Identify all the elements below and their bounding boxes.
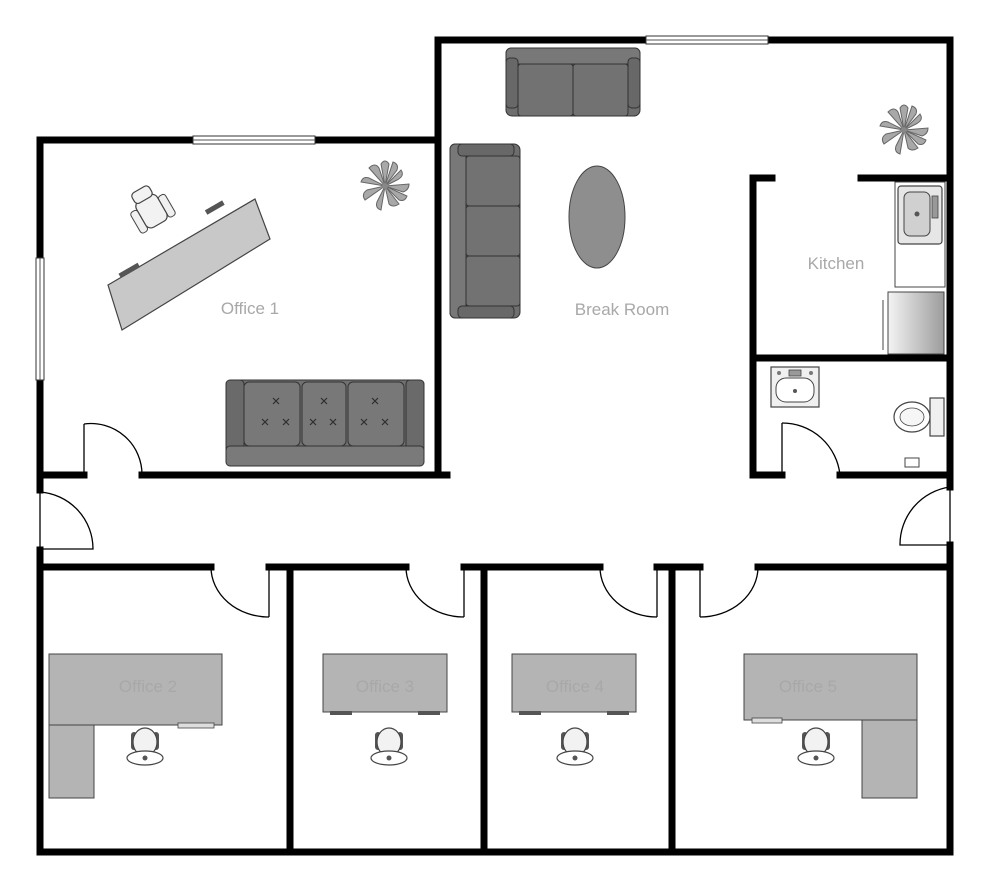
room-label-office-4: Office 4 — [546, 677, 604, 696]
door-bathroom[interactable] — [781, 422, 841, 476]
office4-desk — [511, 653, 637, 715]
office5-desk — [743, 653, 918, 799]
door-office3[interactable] — [405, 566, 465, 618]
kitchen-counter — [882, 181, 946, 355]
room-label-office-3: Office 3 — [356, 677, 414, 696]
office1-sofa — [225, 379, 425, 467]
office1-chair — [130, 185, 176, 234]
door-entrance-west[interactable] — [39, 491, 94, 550]
coffee-table — [568, 165, 626, 269]
refrigerator-icon — [887, 291, 945, 355]
door-office2[interactable] — [210, 566, 270, 618]
room-label-office-2: Office 2 — [119, 677, 177, 696]
break-room-sofa — [449, 143, 521, 319]
office-chair-icon — [370, 727, 408, 766]
bathroom-fixtures — [770, 366, 945, 468]
door-office4[interactable] — [599, 566, 658, 618]
door-office1[interactable] — [83, 422, 143, 476]
office-chair-icon — [126, 727, 164, 766]
door-office5[interactable] — [699, 566, 759, 618]
office-chair-icon — [556, 727, 594, 766]
toilet-icon — [893, 397, 945, 437]
room-label-office-1: Office 1 — [221, 299, 279, 318]
trash-bin-icon — [904, 457, 920, 468]
office3-desk — [322, 653, 448, 715]
room-label-kitchen: Kitchen — [808, 254, 865, 273]
break-room-loveseat — [505, 47, 641, 117]
doors — [39, 422, 951, 618]
room-label-break-room: Break Room — [575, 300, 669, 319]
office-chair-icon — [797, 727, 835, 766]
windows — [35, 35, 769, 381]
room-label-office-5: Office 5 — [779, 677, 837, 696]
door-entrance-east[interactable] — [899, 486, 951, 546]
plant-icon — [360, 160, 410, 211]
office2-desk — [48, 653, 223, 799]
plant-icon — [879, 104, 929, 155]
office1-desk — [107, 198, 271, 331]
